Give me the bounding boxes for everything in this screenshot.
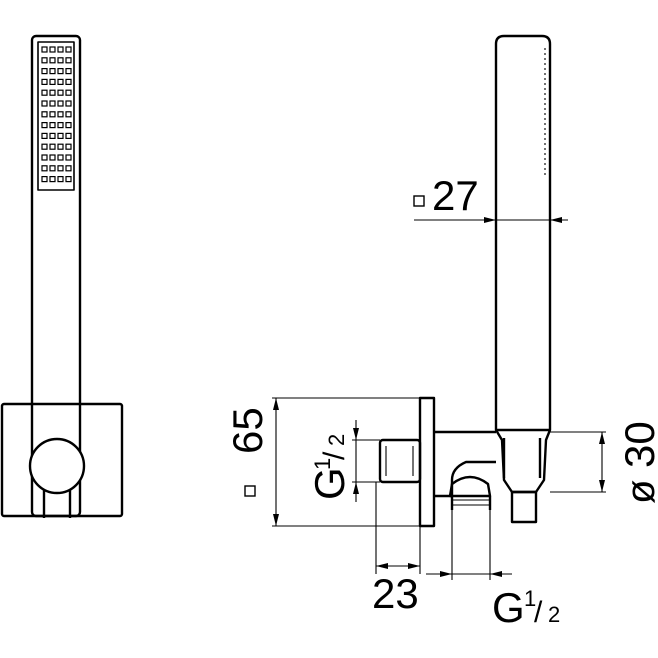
spray-nozzle bbox=[65, 154, 72, 161]
spray-nozzle bbox=[65, 111, 72, 118]
spray-nozzle bbox=[41, 176, 48, 183]
spray-nozzle bbox=[49, 143, 56, 150]
spray-nozzle bbox=[49, 132, 56, 139]
dim-23-value: 23 bbox=[372, 570, 419, 617]
wall-plate bbox=[0, 402, 124, 518]
spray-nozzle bbox=[49, 57, 56, 64]
spray-nozzle-grid bbox=[41, 46, 72, 183]
holder-stem bbox=[42, 490, 72, 518]
dim-30-value: 30 bbox=[616, 421, 658, 468]
dim-g12-arrow-bottom bbox=[353, 482, 359, 494]
spray-nozzle bbox=[65, 78, 72, 86]
spray-nozzle bbox=[41, 46, 48, 53]
dim-27-arrow-r bbox=[550, 217, 562, 223]
spray-nozzle bbox=[57, 154, 64, 161]
spray-face bbox=[37, 41, 75, 191]
dim-65-arrow-bottom bbox=[273, 514, 279, 526]
spray-nozzle bbox=[65, 132, 72, 139]
bracket-body bbox=[434, 430, 496, 498]
spray-nozzle bbox=[57, 143, 64, 150]
spray-nozzle bbox=[49, 154, 56, 161]
spray-nozzle bbox=[57, 89, 64, 96]
square-symbol-27 bbox=[413, 195, 425, 207]
dim-30-symbol: ø bbox=[619, 480, 658, 504]
spray-nozzle bbox=[49, 46, 56, 53]
spray-nozzle bbox=[65, 67, 72, 75]
dim-hose-arrow-r bbox=[490, 571, 502, 577]
front-view bbox=[0, 34, 124, 518]
inlet-thread-slash: / bbox=[318, 451, 351, 460]
spray-nozzle bbox=[65, 165, 72, 172]
spray-nozzle bbox=[57, 132, 64, 139]
spray-nozzle bbox=[57, 111, 64, 118]
wall-plate-side bbox=[418, 396, 436, 528]
spray-nozzle bbox=[57, 121, 64, 129]
spray-nozzle bbox=[41, 111, 48, 118]
spray-nozzle bbox=[65, 121, 72, 129]
dim-g12-arrow-top bbox=[353, 428, 359, 440]
spray-nozzle bbox=[65, 100, 72, 107]
water-inlet-thread bbox=[378, 438, 422, 484]
spray-nozzle bbox=[49, 121, 56, 129]
side-view bbox=[378, 34, 552, 528]
spray-nozzle bbox=[41, 89, 48, 96]
hose-thread-slash: / bbox=[534, 596, 543, 629]
dim-27-arrow-l bbox=[484, 217, 496, 223]
dim-30-arrow-bottom bbox=[599, 480, 605, 492]
dim-65-value: 65 bbox=[224, 407, 271, 454]
spray-nozzle bbox=[41, 100, 48, 107]
spray-nozzle bbox=[65, 89, 72, 96]
inlet-thread-base: G bbox=[306, 467, 353, 500]
inlet-thread-den: 2 bbox=[324, 434, 349, 446]
spray-nozzle bbox=[57, 67, 64, 75]
holder-round bbox=[28, 437, 86, 495]
square-symbol-65 bbox=[244, 485, 256, 497]
spray-nozzle bbox=[49, 89, 56, 96]
spray-nozzle bbox=[41, 132, 48, 139]
dimension-lines bbox=[272, 210, 606, 580]
dim-hose-arrow-l bbox=[440, 571, 452, 577]
inlet-thread-num: 1 bbox=[310, 458, 335, 470]
hose-thread-den: 2 bbox=[548, 602, 560, 627]
hose-inlet-nut bbox=[448, 475, 492, 498]
spray-nozzle bbox=[41, 78, 48, 86]
spray-nozzle bbox=[57, 165, 64, 172]
spray-nozzle bbox=[49, 165, 56, 172]
spray-nozzle bbox=[57, 176, 64, 183]
spray-nozzle bbox=[57, 46, 64, 53]
hose-thread-num: 1 bbox=[524, 586, 536, 611]
dim-65-arrow-top bbox=[273, 398, 279, 410]
spray-nozzle bbox=[41, 154, 48, 161]
spray-nozzle bbox=[57, 57, 64, 64]
dim-30-arrow-top bbox=[599, 432, 605, 444]
spray-nozzle bbox=[49, 176, 56, 183]
dim-27-value: 27 bbox=[432, 172, 479, 219]
spray-nozzle bbox=[41, 121, 48, 129]
spray-nozzle bbox=[49, 111, 56, 118]
spray-nozzle bbox=[57, 78, 64, 86]
spray-nozzle bbox=[49, 100, 56, 107]
hose-thread-base: G bbox=[492, 584, 525, 631]
spray-nozzle bbox=[49, 78, 56, 86]
hand-shower-side bbox=[494, 34, 552, 432]
spray-nozzle bbox=[57, 100, 64, 107]
spray-nozzle bbox=[65, 57, 72, 64]
hose-connector bbox=[510, 490, 538, 524]
spray-nozzle bbox=[41, 57, 48, 64]
spray-nozzle bbox=[41, 165, 48, 172]
dim-23-arrow-l bbox=[376, 563, 388, 569]
spray-nozzle bbox=[49, 67, 56, 75]
spray-nozzle bbox=[65, 143, 72, 150]
spray-nozzle bbox=[65, 46, 72, 53]
spray-nozzle bbox=[65, 176, 72, 183]
spray-nozzle bbox=[41, 67, 48, 75]
dimension-labels: 27 65 G 1 / 2 23 G 1 / 2 ø 30 bbox=[224, 172, 658, 631]
spray-nozzle bbox=[41, 143, 48, 150]
dim-23-arrow-r bbox=[408, 563, 420, 569]
